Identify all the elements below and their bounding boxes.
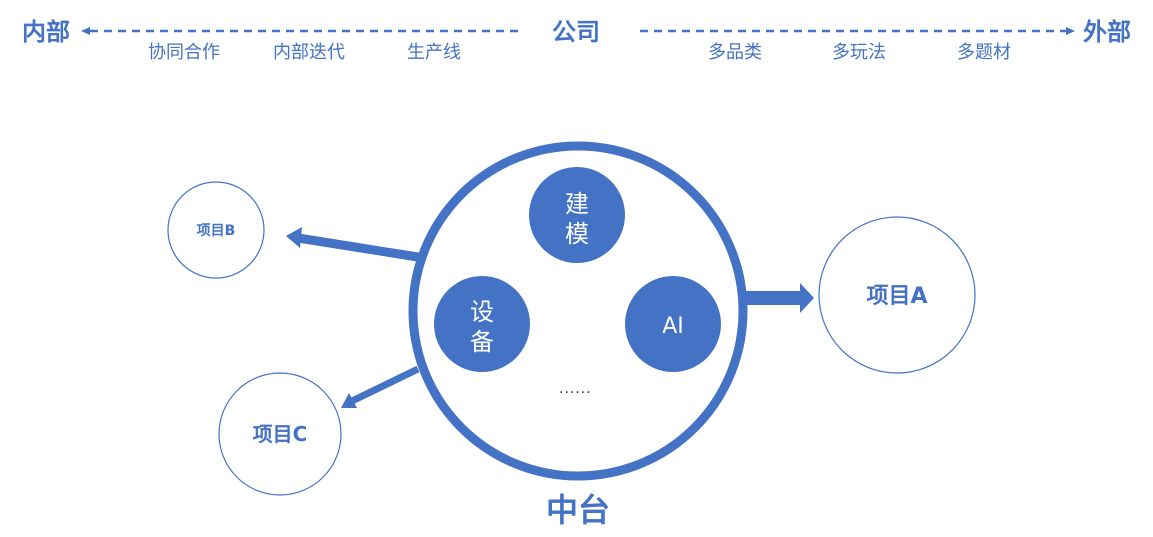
module-ai-circle: [625, 276, 721, 372]
module-modeling-circle: [529, 167, 625, 263]
arrow-to-project-b-head: [286, 227, 302, 248]
module-equipment-line1: 设: [470, 298, 494, 326]
project-c-label: 项目C: [253, 422, 308, 446]
internal-label: 内部: [22, 18, 70, 46]
module-equipment-circle: [434, 276, 530, 372]
module-equipment-line2: 备: [470, 328, 494, 356]
scale-arrowhead-right: [1066, 27, 1075, 35]
module-modeling-line2: 模: [565, 220, 589, 248]
arrow-to-project-c-head: [341, 393, 357, 408]
arrow-to-project-a: [745, 283, 814, 313]
project-c-circle: [218, 372, 342, 496]
scale-arrowhead-left: [81, 27, 90, 35]
external-label: 外部: [1083, 18, 1131, 46]
external-item-themes: 多题材: [957, 42, 1011, 63]
arrow-to-project-c-shaft: [350, 365, 420, 405]
external-item-categories: 多品类: [708, 42, 762, 63]
arrow-to-project-b-shaft: [297, 233, 419, 262]
module-modeling-line1: 建: [565, 190, 589, 218]
hub-title: 中台: [546, 491, 611, 529]
company-label: 公司: [552, 18, 600, 46]
internal-item-production-line: 生产线: [407, 42, 461, 63]
more-modules-ellipsis: ......: [559, 381, 592, 397]
project-a-circle: [818, 216, 976, 374]
internal-item-collaboration: 协同合作: [148, 42, 220, 63]
module-ai-label: AI: [662, 314, 684, 339]
project-a-label: 项目A: [866, 284, 927, 309]
internal-item-iteration: 内部迭代: [273, 42, 345, 63]
external-item-gameplay: 多玩法: [832, 42, 886, 63]
project-b-label: 项目B: [197, 223, 236, 239]
hub-circle: [408, 141, 748, 481]
project-b-circle: [167, 181, 265, 279]
